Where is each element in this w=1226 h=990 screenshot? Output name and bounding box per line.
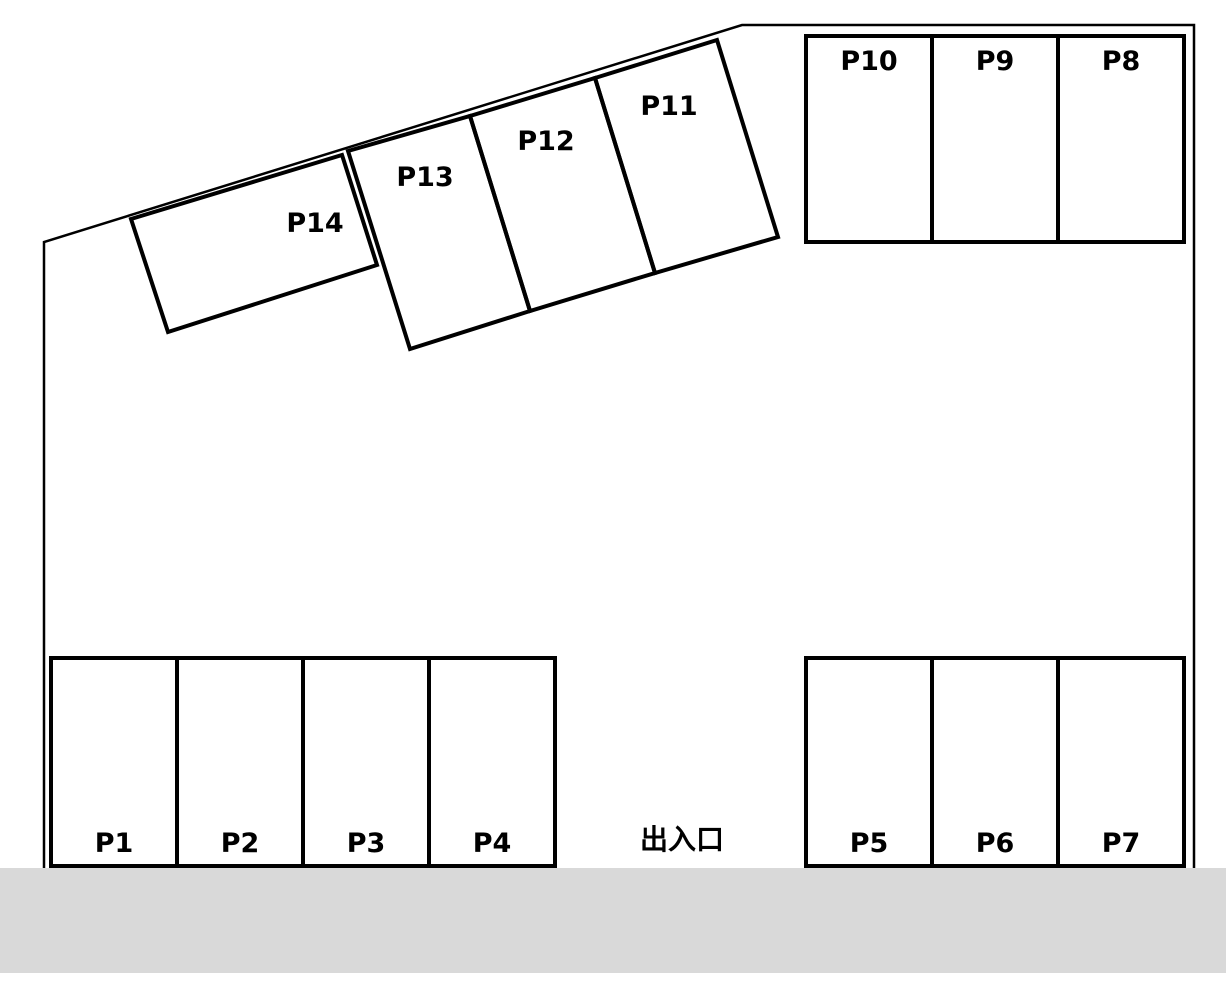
parking-space-p4[interactable]: [427, 656, 557, 868]
parking-label-p8: P8: [1102, 46, 1141, 77]
parking-label-p7: P7: [1102, 828, 1141, 859]
parking-label-p11: P11: [640, 91, 697, 122]
parking-space-p8[interactable]: [1056, 34, 1186, 244]
parking-label-p3: P3: [347, 828, 386, 859]
parking-space-p14[interactable]: [128, 152, 380, 335]
parking-label-p12: P12: [517, 126, 574, 157]
road: [0, 868, 1226, 973]
parking-label-p5: P5: [850, 828, 889, 859]
lot-boundary: [42, 23, 1196, 868]
parking-label-p4: P4: [473, 828, 512, 859]
parking-label-p1: P1: [95, 828, 134, 859]
parking-row-angled: P13 P12 P11: [345, 37, 781, 352]
parking-label-p6: P6: [976, 828, 1015, 859]
parking-row-bottom-right: P5 P6 P7: [804, 656, 1186, 868]
parking-space-p11[interactable]: [592, 37, 781, 276]
parking-space-p13[interactable]: [345, 113, 533, 352]
parking-label-p13: P13: [396, 162, 453, 193]
parking-row-bottom-left: P1 P2 P3 P4: [49, 656, 557, 868]
parking-space-p12[interactable]: [467, 75, 658, 314]
parking-label-p14: P14: [286, 208, 343, 239]
parking-row-angled-single: P14: [128, 152, 380, 335]
parking-space-p7[interactable]: [1056, 656, 1186, 868]
parking-row-top-right: P10 P9 P8: [804, 34, 1186, 244]
parking-label-p9: P9: [976, 46, 1015, 77]
parking-label-p10: P10: [840, 46, 897, 77]
entrance-label: 出入口: [640, 823, 724, 856]
parking-label-p2: P2: [221, 828, 260, 859]
